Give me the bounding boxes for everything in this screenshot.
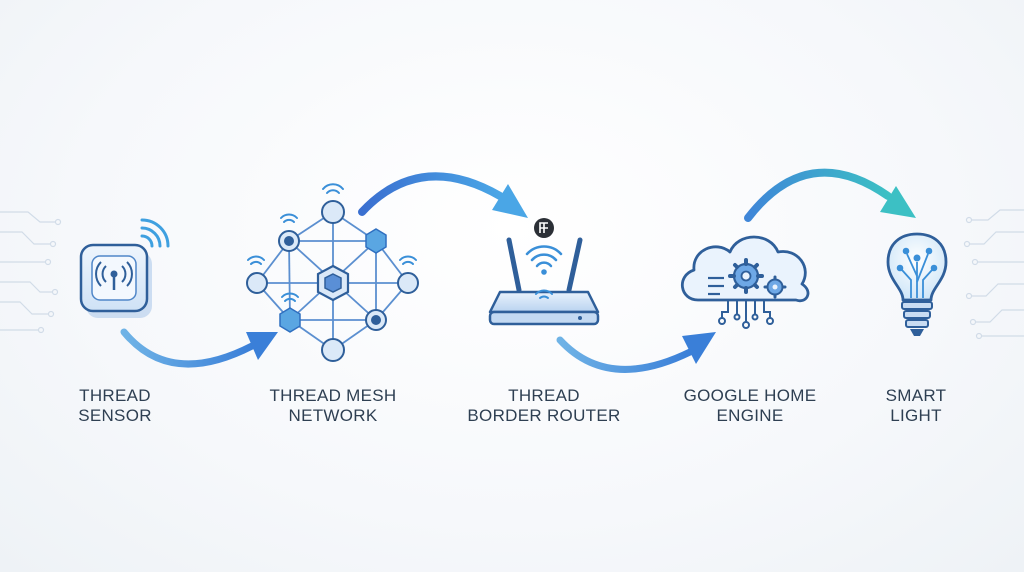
flow-arrow-3 [556,332,716,373]
small-gear-icon [763,275,787,299]
label-thread-border-router-line2: BORDER ROUTER [467,406,621,425]
router-icon [488,218,600,326]
label-smart-light-line2: LIGHT [890,406,942,425]
circuit-decoration-left [0,211,62,334]
label-thread-sensor: THREAD SENSOR [60,386,170,426]
label-google-home-engine: GOOGLE HOME ENGINE [672,386,828,426]
label-thread-mesh-network-line2: NETWORK [288,406,378,425]
label-thread-mesh-network: THREAD MESH NETWORK [258,386,408,426]
gear-icon [728,258,764,294]
label-google-home-engine-line1: GOOGLE HOME [683,386,817,405]
cloud-gear-icon [681,235,810,329]
sensor-icon [79,243,152,318]
wifi-signal-icon [140,218,170,248]
flow-arrow-1 [120,328,278,368]
label-thread-border-router: THREAD BORDER ROUTER [462,386,626,426]
label-smart-light: SMART LIGHT [866,386,966,426]
label-thread-sensor-line2: SENSOR [78,406,152,425]
flow-arrow-2 [358,172,528,218]
lightbulb-icon [886,232,948,336]
mesh-network-icon [246,183,419,362]
label-smart-light-line1: SMART [885,386,947,405]
label-thread-mesh-network-line1: THREAD MESH [269,386,397,405]
circuit-decoration-right [963,209,1024,340]
flow-arrow-4 [744,168,916,222]
label-thread-sensor-line1: THREAD [79,386,151,405]
label-google-home-engine-line2: ENGINE [716,406,784,425]
label-thread-border-router-line1: THREAD [508,386,580,405]
